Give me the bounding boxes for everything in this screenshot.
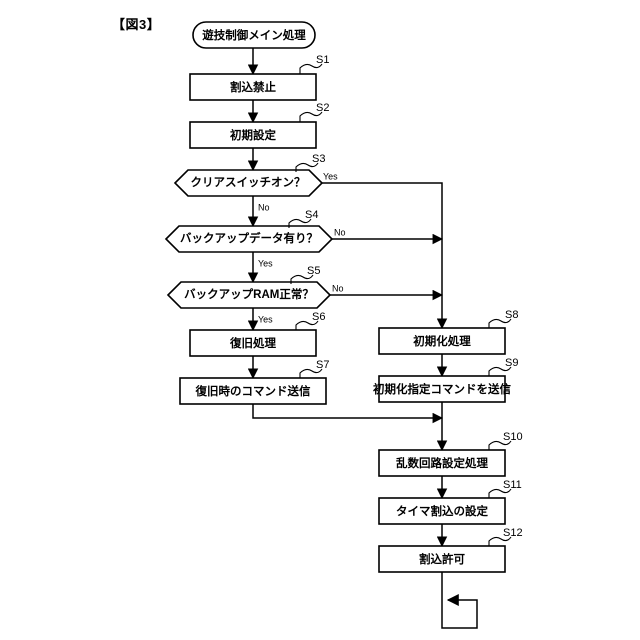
step-label-s1: S1 (316, 54, 329, 66)
connector-s12-loop (441, 572, 478, 629)
node-start[interactable]: 遊技制御メイン処理 (192, 21, 316, 49)
step-leader-s9: S9 (488, 357, 518, 376)
step-label-s8: S8 (505, 309, 518, 321)
step-leader-s1: S1 (299, 54, 329, 74)
step-leader-s10: S10 (488, 431, 523, 450)
node-s12[interactable]: 割込許可 (378, 545, 506, 573)
node-s1[interactable]: 割込禁止 (189, 73, 317, 101)
node-s2[interactable]: 初期設定 (189, 121, 317, 149)
step-leader-s5: S5 (290, 265, 320, 284)
step-label-s6: S6 (312, 311, 325, 323)
node-s10[interactable]: 乱数回路設定処理 (378, 449, 506, 477)
step-label-s5: S5 (307, 265, 320, 277)
step-label-s10: S10 (503, 431, 523, 443)
step-leader-s8: S8 (488, 309, 518, 328)
step-leader-s2: S2 (299, 102, 329, 122)
connector-s7-to-trunk (252, 404, 444, 424)
node-s12-label: 割込許可 (419, 552, 465, 566)
step-leader-s7: S7 (299, 359, 329, 378)
node-s7-label: 復旧時のコマンド送信 (195, 384, 311, 398)
step-label-s3: S3 (312, 153, 325, 165)
step-label-s2: S2 (316, 102, 329, 114)
step-label-s4: S4 (305, 209, 318, 221)
step-label-s9: S9 (505, 357, 518, 369)
step-leader-s6: S6 (295, 311, 325, 330)
node-s5[interactable]: バックアップRAM正常？ (166, 281, 332, 309)
step-label-s11: S11 (503, 479, 522, 491)
node-s3-label: クリアスイッチオン？ (191, 176, 306, 189)
branch-label-s3-no: No (258, 202, 270, 212)
step-leader-s11: S11 (488, 479, 522, 498)
step-label-s7: S7 (316, 359, 329, 371)
node-s11[interactable]: タイマ割込の設定 (378, 497, 506, 525)
node-s4-label: バックアップデータ有り？ (180, 231, 318, 245)
node-start-label: 遊技制御メイン処理 (202, 28, 306, 42)
node-s4[interactable]: バックアップデータ有り？ (164, 225, 334, 253)
node-s1-label: 割込禁止 (230, 80, 276, 94)
step-leader-s3: S3 (295, 153, 325, 172)
node-s10-label: 乱数回路設定処理 (396, 456, 488, 470)
node-s5-label: バックアップRAM正常？ (184, 287, 314, 301)
node-s9-label: 初期化指定コマンドを送信 (373, 382, 511, 396)
step-leader-s12: S12 (488, 527, 523, 546)
step-label-s12: S12 (503, 527, 523, 539)
branch-label-s5-yes: Yes (258, 314, 273, 324)
node-s11-label: タイマ割込の設定 (396, 504, 488, 518)
branch-label-s5-no: No (332, 283, 344, 293)
node-s8-label: 初期化処理 (413, 334, 471, 348)
node-s6-label: 復旧処理 (229, 336, 276, 350)
figure-number-label: 【図3】 (112, 17, 161, 32)
step-leader-s4: S4 (288, 209, 318, 228)
branch-label-s4-yes: Yes (258, 258, 273, 268)
node-s9[interactable]: 初期化指定コマンドを送信 (373, 375, 511, 403)
node-s6[interactable]: 復旧処理 (189, 329, 317, 357)
node-s3[interactable]: クリアスイッチオン？ (173, 169, 324, 197)
node-s8[interactable]: 初期化処理 (378, 327, 506, 355)
node-s2-label: 初期設定 (230, 128, 276, 142)
node-s7[interactable]: 復旧時のコマンド送信 (179, 377, 327, 405)
branch-label-s4-no: No (334, 227, 346, 237)
connector-s3-yes-to-initialize (322, 182, 448, 330)
branch-label-s3-yes: Yes (323, 171, 338, 181)
